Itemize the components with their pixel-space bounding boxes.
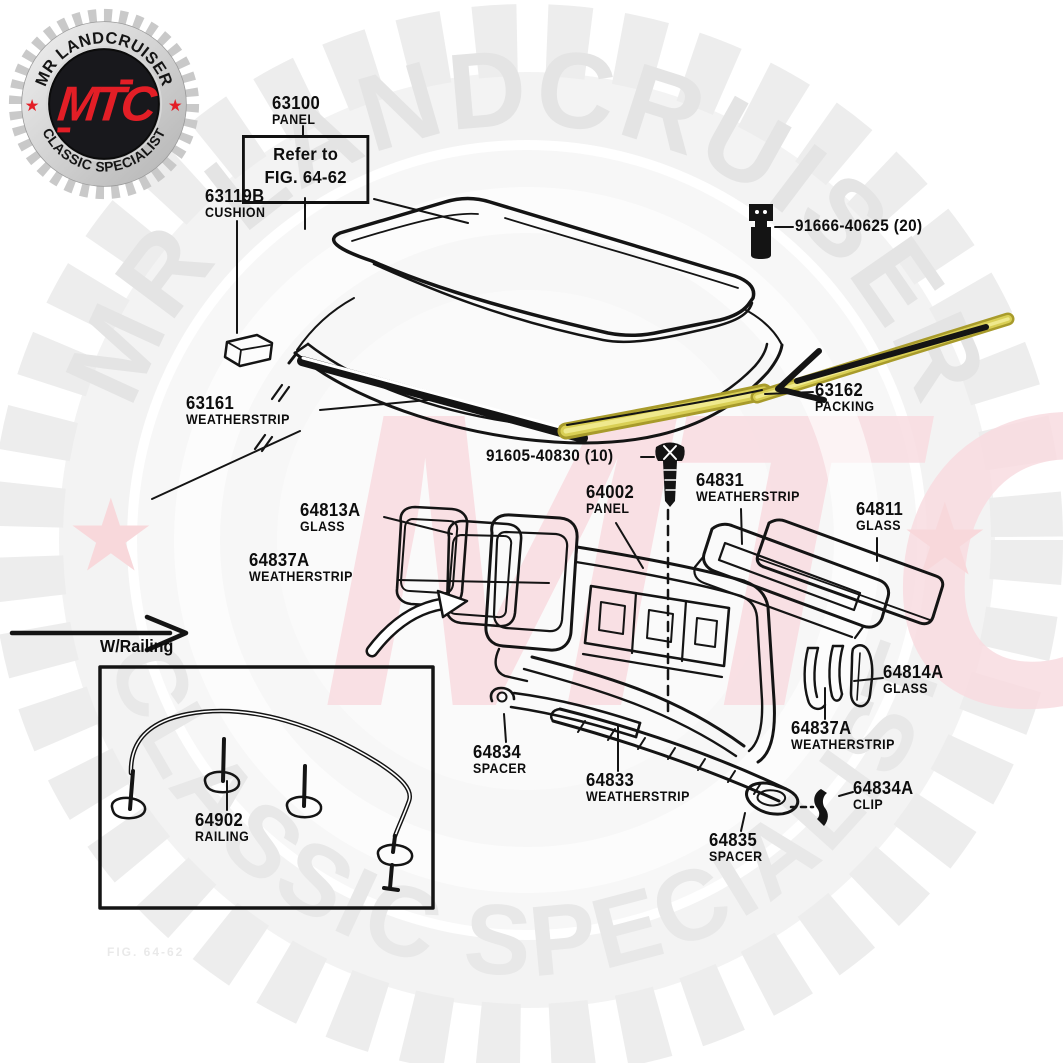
spacer-64834-art — [489, 686, 642, 739]
part-number: 63119B — [205, 185, 265, 206]
weatherstrip-64833-art — [550, 707, 800, 816]
part-label-64834A: 64834A CLIP — [853, 777, 914, 812]
railing-callout-label: W/Railing — [100, 636, 174, 656]
part-label-64002: 64002 PANEL — [586, 481, 635, 516]
part-label-63161: 63161 WEATHERSTRIP — [186, 392, 290, 427]
railing-inset-box — [98, 665, 435, 910]
watermark-star-left-icon: ★ — [66, 477, 156, 594]
part-label-91666-40625: 91666-40625 (20) — [795, 216, 923, 235]
packing-arrow-icon — [775, 324, 989, 403]
part-name: PACKING — [815, 398, 875, 414]
part-name: RAILING — [195, 828, 250, 844]
panel-64002-art — [484, 513, 776, 764]
part-name: SPACER — [709, 848, 763, 864]
refer-note-box: Refer to FIG. 64-62 — [242, 135, 370, 204]
part-label-64837A-left: 64837A WEATHERSTRIP — [249, 549, 353, 584]
watermark-star-right-icon: ★ — [900, 481, 990, 598]
part-label-64834: 64834 SPACER — [473, 741, 527, 776]
install-direction-arrow-icon — [365, 589, 469, 658]
glass-64814A-art — [849, 644, 874, 708]
part-label-63162: 63162 PACKING — [815, 379, 875, 414]
part-label-64814A: 64814A GLASS — [883, 661, 944, 696]
watermark-swoosh — [174, 187, 880, 893]
part-number: 64835 — [709, 829, 758, 850]
clip-icon — [789, 789, 854, 826]
leader-lines — [151, 125, 884, 832]
part-label-64811: 64811 GLASS — [856, 498, 904, 533]
part-label-64835: 64835 SPACER — [709, 829, 763, 864]
part-label-63100: 63100 PANEL — [272, 92, 321, 127]
part-number: 64834A — [853, 777, 914, 798]
cushion-63119B-art — [223, 333, 274, 368]
part-number: 63161 — [186, 392, 235, 413]
part-label-64837A-right: 64837A WEATHERSTRIP — [791, 717, 895, 752]
part-label-64813A: 64813A GLASS — [300, 499, 361, 534]
logo-star-right-icon: ★ — [168, 96, 183, 115]
part-number: 64813A — [300, 499, 361, 520]
part-number: 64833 — [586, 769, 635, 790]
part-label-64833: 64833 WEATHERSTRIP — [586, 769, 690, 804]
part-number: 63100 — [272, 92, 321, 113]
part-number: 64834 — [473, 741, 522, 762]
part-name: GLASS — [883, 680, 929, 696]
part-name: GLASS — [856, 517, 902, 533]
weatherstrip-64837A-right-art — [803, 644, 845, 711]
part-number: 64837A — [249, 549, 310, 570]
railing-64902-art — [128, 708, 413, 839]
logo-monogram: MTC — [55, 78, 161, 133]
part-name: WEATHERSTRIP — [249, 568, 353, 584]
part-number: 64002 — [586, 481, 635, 502]
part-label-64831: 64831 WEATHERSTRIP — [696, 469, 800, 504]
bolt-icon — [749, 204, 794, 259]
part-name: CLIP — [853, 796, 884, 812]
part-number: 64837A — [791, 717, 852, 738]
logo-black-disc — [48, 48, 160, 160]
glass-64811-art — [755, 518, 945, 626]
part-number: 64902 — [195, 809, 244, 830]
refer-note-line1: Refer to — [273, 144, 339, 164]
mtc-logo-badge: MR LANDCRUISER CLASSIC SPECIALIST MTC ★ … — [4, 4, 204, 204]
faint-figure-reference: FIG. 64-62 — [107, 945, 185, 959]
logo-gear-teeth — [8, 8, 200, 200]
screw-icon — [640, 442, 685, 714]
weatherstrip-63161-art — [253, 352, 588, 453]
weatherstrip-64831-art — [693, 522, 891, 640]
part-name: SPACER — [473, 760, 527, 776]
part-name: WEATHERSTRIP — [186, 411, 290, 427]
svg-text:MTC: MTC — [55, 78, 160, 132]
logo-star-left-icon: ★ — [25, 96, 40, 115]
part-label-91605-40830: 91605-40830 (10) — [486, 446, 614, 465]
part-number: 64814A — [883, 661, 944, 682]
part-label-64902: 64902 RAILING — [195, 809, 250, 844]
part-name: PANEL — [586, 500, 630, 516]
part-number: 63162 — [815, 379, 864, 400]
refer-note-line2: FIG. 64-62 — [264, 166, 347, 187]
part-name: WEATHERSTRIP — [791, 736, 895, 752]
glass-64813A-art — [395, 505, 523, 628]
part-label-63119B: 63119B CUSHION — [205, 185, 266, 220]
spacer-64835-art — [745, 781, 800, 816]
part-name: WEATHERSTRIP — [696, 488, 800, 504]
part-number: 64831 — [696, 469, 745, 490]
part-name: PANEL — [272, 111, 316, 127]
part-number: 64811 — [856, 498, 904, 519]
railing-callout-arrow-icon — [9, 614, 189, 653]
mtc-logo-art: MR LANDCRUISER CLASSIC SPECIALIST MTC ★ … — [8, 8, 200, 200]
part-number: 91605-40830 (10) — [486, 446, 614, 465]
roof-panel-art — [332, 196, 756, 344]
part-name: WEATHERSTRIP — [586, 788, 690, 804]
part-name: GLASS — [300, 518, 346, 534]
part-name: CUSHION — [205, 204, 266, 220]
logo-ring-divider — [45, 45, 163, 163]
watermark-gear-teeth — [0, 4, 1063, 1063]
part-number: 91666-40625 (20) — [795, 216, 923, 235]
